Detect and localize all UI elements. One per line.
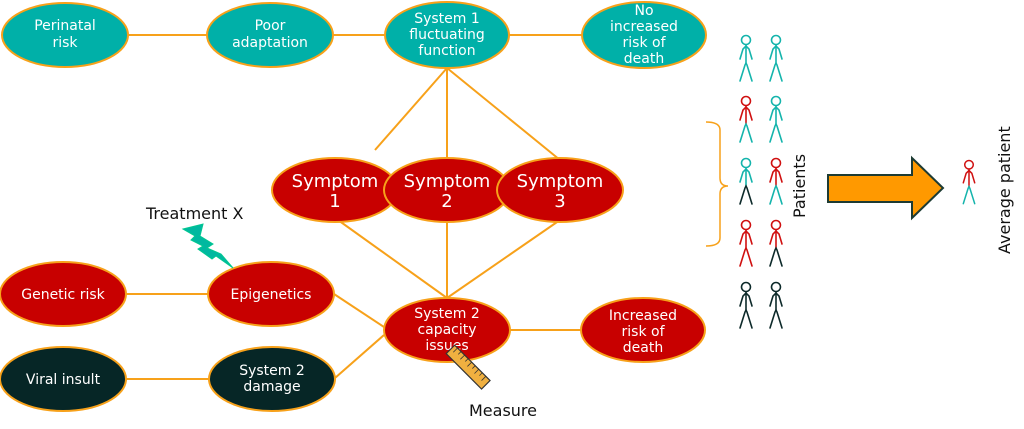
connectors bbox=[126, 34, 582, 380]
edge-system1-symptom1 bbox=[374, 67, 448, 151]
node-text: capacity bbox=[417, 322, 476, 338]
edge-system1-symptom3 bbox=[446, 67, 561, 161]
node-viral-insult: Viral insult bbox=[0, 346, 127, 412]
node-symptom3: Symptom 3 bbox=[496, 157, 624, 223]
node-increased-risk: Increased risk of death bbox=[580, 297, 706, 363]
node-no-increased-risk: No increased risk of death bbox=[581, 1, 707, 69]
node-text: issues bbox=[425, 338, 468, 354]
node-text: System 1 bbox=[414, 11, 480, 27]
edge-symptom3-system2 bbox=[446, 219, 561, 299]
node-symptom1: Symptom 1 bbox=[271, 157, 399, 223]
node-symptom2: Symptom 2 bbox=[383, 157, 511, 223]
node-poor-adaptation: Poor adaptation bbox=[206, 2, 334, 68]
patient-figure bbox=[769, 219, 783, 267]
ruler-icon bbox=[445, 344, 491, 390]
patient-figure bbox=[739, 219, 753, 267]
node-system2: System 2 capacity issues bbox=[383, 297, 511, 363]
average-patient-figure bbox=[962, 159, 976, 205]
node-text: damage bbox=[243, 379, 300, 395]
node-text: risk bbox=[52, 35, 78, 51]
node-text: function bbox=[418, 43, 475, 59]
node-text: System 2 bbox=[414, 306, 480, 322]
node-epigenetics: Epigenetics bbox=[207, 261, 335, 327]
patient-figure bbox=[769, 34, 783, 82]
node-text: fluctuating bbox=[409, 27, 484, 43]
node-text: 1 bbox=[329, 191, 340, 212]
arrow-icon bbox=[827, 155, 945, 221]
node-text: Poor bbox=[255, 18, 286, 34]
node-system1: System 1 fluctuating function bbox=[384, 1, 510, 69]
node-text: risk of bbox=[622, 324, 666, 340]
node-text: death bbox=[624, 51, 664, 67]
patient-figure bbox=[739, 34, 753, 82]
node-perinatal-risk: Perinatal risk bbox=[1, 2, 129, 68]
node-text: risk of bbox=[623, 35, 667, 51]
patient-figure bbox=[739, 157, 753, 205]
patients-bracket bbox=[705, 121, 729, 247]
patient-figure bbox=[769, 281, 783, 329]
treatment-label: Treatment X bbox=[145, 204, 244, 223]
edge-epigenetics-system2 bbox=[333, 293, 385, 328]
patient-figure bbox=[739, 95, 753, 143]
edge-damage-system2 bbox=[334, 334, 385, 379]
node-text: Genetic risk bbox=[21, 287, 105, 303]
patient-figure bbox=[769, 95, 783, 143]
node-text: 2 bbox=[441, 191, 452, 212]
node-text: Symptom bbox=[292, 171, 379, 192]
node-text: Perinatal bbox=[34, 18, 96, 34]
node-text: death bbox=[623, 340, 663, 356]
node-text: adaptation bbox=[232, 35, 308, 51]
node-genetic-risk: Genetic risk bbox=[0, 261, 127, 327]
average-patient-label: Average patient bbox=[995, 126, 1014, 254]
node-text: No bbox=[634, 3, 653, 19]
patients-label: Patients bbox=[790, 154, 809, 218]
patient-figure bbox=[962, 159, 976, 205]
edge-symptom1-system2 bbox=[337, 219, 448, 299]
measure-label: Measure bbox=[469, 401, 537, 420]
patient-figure bbox=[739, 281, 753, 329]
lightning-bolt-icon bbox=[181, 223, 234, 269]
node-text: System 2 bbox=[239, 363, 305, 379]
node-system2-damage: System 2 damage bbox=[208, 346, 336, 412]
node-text: increased bbox=[610, 19, 678, 35]
patient-figure bbox=[769, 157, 783, 205]
node-text: 3 bbox=[554, 191, 565, 212]
node-text: Epigenetics bbox=[231, 287, 312, 303]
node-text: Symptom bbox=[517, 171, 604, 192]
patients-grid bbox=[739, 34, 783, 329]
node-text: Symptom bbox=[404, 171, 491, 192]
node-text: Increased bbox=[609, 308, 677, 324]
node-text: Viral insult bbox=[26, 372, 101, 388]
